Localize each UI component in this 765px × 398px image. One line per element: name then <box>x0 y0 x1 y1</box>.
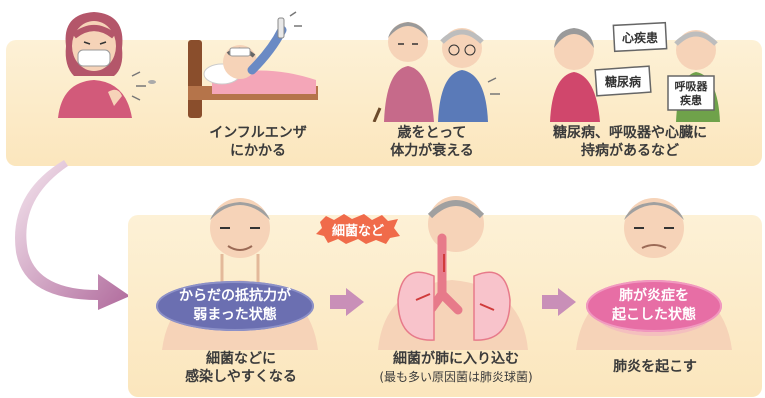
caption-chronic-illness: 糖尿病、呼吸器や心臓に 持病があるなど <box>530 124 730 160</box>
bacteria-label: 細菌など <box>331 223 384 239</box>
caption-bacteria-enter: 細菌が肺に入り込む (最も多い原因菌は肺炎球菌) <box>356 350 556 386</box>
flow-arrow-2 <box>542 288 576 316</box>
causes-panel <box>6 40 762 166</box>
caption-line: 細菌などに <box>206 351 276 367</box>
caption-note: (最も多い原因菌は肺炎球菌) <box>379 370 533 384</box>
bacteria-burst-icon <box>316 214 400 244</box>
influenza-woman-illustration <box>58 12 156 118</box>
lung-inflammation-badge: 肺が炎症を 起こした状態 <box>586 280 722 332</box>
sign-respiratory-line1: 呼吸器 <box>675 79 709 93</box>
badge-line: 起こした状態 <box>612 307 696 323</box>
sign-diabetes: 糖尿病 <box>605 74 641 89</box>
caption-line: にかかる <box>230 143 286 159</box>
lungs-illustration <box>378 196 528 350</box>
badge-line: 肺が炎症を <box>619 288 689 304</box>
chronic-illness-illustration: 糖尿病 心疾患 呼吸器 疾患 <box>550 21 720 122</box>
caption-line: 歳をとって <box>397 125 467 141</box>
weakened-resistance-badge: からだの抵抗力が 弱まった状態 <box>156 281 314 331</box>
caption-line: 細菌が肺に入り込む <box>393 351 519 367</box>
caption-line: 持病があるなど <box>581 143 679 159</box>
elderly-couple-illustration <box>372 22 500 122</box>
sign-respiratory-line2: 疾患 <box>680 93 702 107</box>
badge-line: からだの抵抗力が <box>179 288 291 304</box>
caption-line: インフルエンザ <box>209 125 307 141</box>
caption-aging: 歳をとって 体力が衰える <box>372 124 492 160</box>
badge-line: 弱まった状態 <box>193 307 277 323</box>
sign-heart-disease: 心疾患 <box>622 30 658 45</box>
caption-line: 肺炎を起こす <box>613 359 697 375</box>
caption-influenza: インフルエンザ にかかる <box>198 124 318 160</box>
flow-arrow-1 <box>330 288 364 316</box>
caption-line: 体力が衰える <box>390 143 474 159</box>
curved-flow-arrow <box>15 160 130 310</box>
sick-in-bed-illustration <box>188 11 318 118</box>
caption-line: 感染しやすくなる <box>185 369 297 385</box>
caption-line: 糖尿病、呼吸器や心臓に <box>553 125 707 141</box>
caption-infection: 細菌などに 感染しやすくなる <box>166 350 316 386</box>
caption-pneumonia: 肺炎を起こす <box>590 358 720 376</box>
